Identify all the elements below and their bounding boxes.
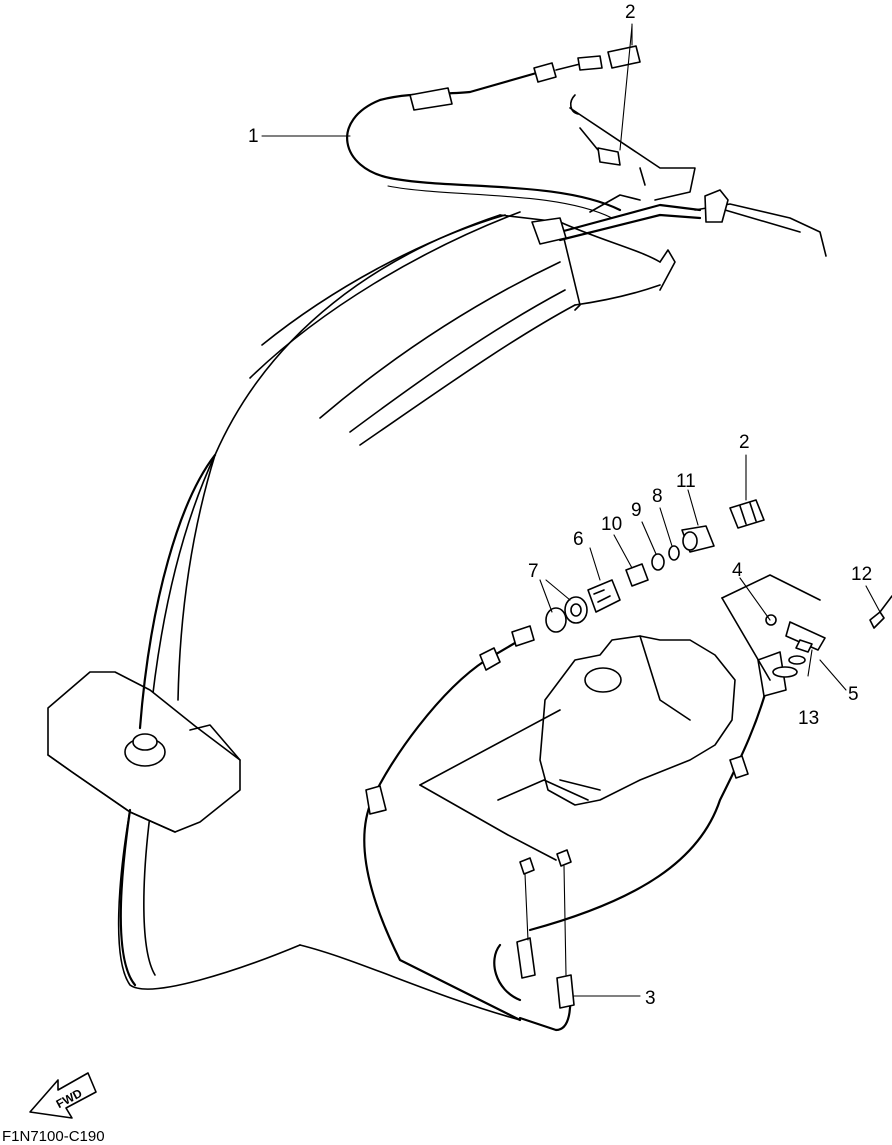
fitting-parts: [545, 499, 892, 678]
collar-10: [625, 563, 649, 587]
callout-12: 12: [851, 564, 872, 585]
callout-8: 8: [652, 486, 663, 507]
callout-1: 1: [248, 126, 259, 147]
water-box: [47, 671, 241, 833]
fitting-6: [587, 579, 621, 613]
callout-5: 5: [848, 684, 859, 705]
fwd-arrow: FWD: [29, 1072, 97, 1119]
callout-3: 3: [645, 988, 656, 1009]
callout-9: 9: [631, 500, 642, 521]
diagram-code: F1N7100-C190: [2, 1128, 105, 1145]
cable-1-throttle: [346, 45, 641, 219]
callout-11: 11: [676, 471, 696, 492]
lower-hose: [419, 709, 589, 1032]
ring-9: [651, 553, 665, 571]
handlebar-area: [531, 94, 827, 257]
cable-right: [528, 574, 821, 932]
washer-7a: [545, 607, 567, 633]
callout-labels: 1 2 2 3 4 5 6 7 8 9 10 11 12 13: [248, 2, 872, 1009]
callout-4: 4: [732, 560, 743, 581]
callout-2-top: 2: [625, 2, 636, 23]
callout-2-mid: 2: [739, 432, 750, 453]
cable-middle: [363, 625, 535, 1022]
callout-10: 10: [601, 514, 622, 535]
oring-8: [668, 545, 680, 561]
fwd-arrow-icon: [29, 1072, 97, 1119]
callout-13: 13: [798, 708, 819, 729]
callout-7: 7: [528, 561, 539, 582]
connector-2: [729, 499, 765, 529]
engine-block: [539, 635, 736, 806]
leader-lines: [261, 23, 881, 997]
callout-6: 6: [573, 529, 584, 550]
cable-long-lower: [119, 453, 217, 987]
hull-outline: [117, 211, 676, 1021]
